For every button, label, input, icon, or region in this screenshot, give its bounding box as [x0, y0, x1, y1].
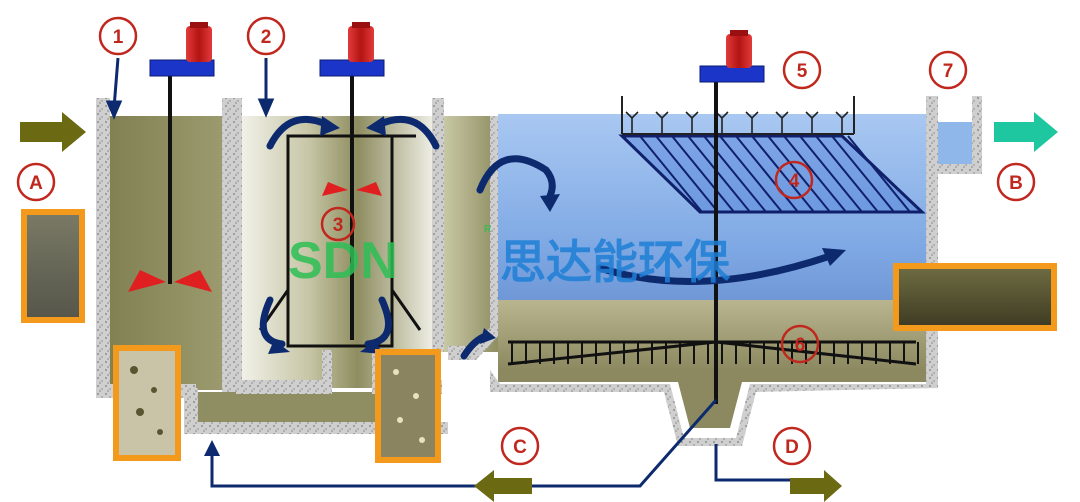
label-C: C: [500, 426, 540, 466]
svg-text:2: 2: [261, 27, 272, 48]
mixer-tank-1: [128, 72, 212, 292]
flow-arrow-heads: [268, 116, 846, 354]
svg-text:A: A: [29, 173, 43, 194]
dosing-arrows: [105, 57, 275, 120]
settler-tube-line: [655, 135, 719, 213]
label-B: B: [996, 162, 1036, 202]
watermark-registered: R: [484, 224, 492, 235]
settler-tube-line: [799, 135, 863, 213]
svg-text:D: D: [785, 437, 799, 458]
impeller-icon: [322, 182, 348, 196]
sludge-sample-icon: [893, 263, 1057, 331]
sludge-sample-icon: [113, 345, 181, 461]
label-5: 5: [782, 50, 822, 90]
sludge-sample-icon: [375, 349, 441, 463]
label-6: 6: [780, 324, 820, 364]
settler-tube-line: [815, 135, 879, 213]
launder-drop: [745, 111, 759, 134]
svg-text:6: 6: [795, 335, 806, 356]
svg-text:4: 4: [789, 171, 800, 192]
settler-tube-line: [847, 135, 911, 213]
svg-text:3: 3: [333, 215, 344, 236]
watermark-latin: SDN: [288, 232, 398, 290]
motor-icon: [699, 30, 765, 83]
motor-icon: [319, 22, 385, 77]
settler-tube-line: [639, 135, 703, 213]
flow-arrow-icon: [204, 440, 220, 456]
svg-text:B: B: [1009, 173, 1023, 194]
watermark: SDN R 思达能环保: [288, 224, 731, 290]
svg-text:C: C: [513, 437, 527, 458]
launder-drop: [835, 111, 849, 134]
label-1: 1: [98, 16, 138, 56]
launder-drop: [805, 111, 819, 134]
svg-text:7: 7: [943, 61, 954, 82]
launder-drop: [655, 111, 669, 134]
label-D: D: [772, 426, 812, 466]
label-3: 3: [320, 206, 356, 242]
label-7: 7: [928, 50, 968, 90]
mixer-tank-2: [258, 72, 422, 348]
flow-arrow-icon: [20, 112, 1058, 502]
svg-text:5: 5: [797, 61, 808, 82]
launder-drop: [625, 111, 639, 134]
settler-tube-line: [783, 135, 847, 213]
label-A: A: [16, 162, 56, 202]
impeller-icon: [174, 270, 212, 292]
sludge-scraper: [507, 340, 919, 404]
launder-drop: [685, 111, 699, 134]
settler-tube-line: [735, 135, 799, 213]
motor-icon: [149, 22, 215, 77]
settler-tube-line: [671, 135, 735, 213]
settler-tube-line: [831, 135, 895, 213]
label-2: 2: [246, 16, 286, 56]
svg-text:1: 1: [113, 27, 124, 48]
tube-settler: [618, 134, 926, 214]
settler-tube-line: [751, 135, 815, 213]
impeller-icon: [356, 182, 382, 196]
label-4: 4: [774, 160, 814, 200]
launder-pipes: [621, 96, 855, 135]
impeller-icon: [128, 270, 166, 292]
sludge-lines: [210, 399, 800, 488]
clarifier-tank: [490, 96, 982, 446]
settler-tube-line: [687, 135, 751, 213]
watermark-chinese: 思达能环保: [500, 236, 731, 288]
settler-tube-line: [767, 135, 831, 213]
riser-channel: [444, 116, 498, 360]
launder-drop: [775, 111, 789, 134]
sludge-sample-icon: [21, 209, 85, 323]
settler-tube-line: [719, 135, 783, 213]
